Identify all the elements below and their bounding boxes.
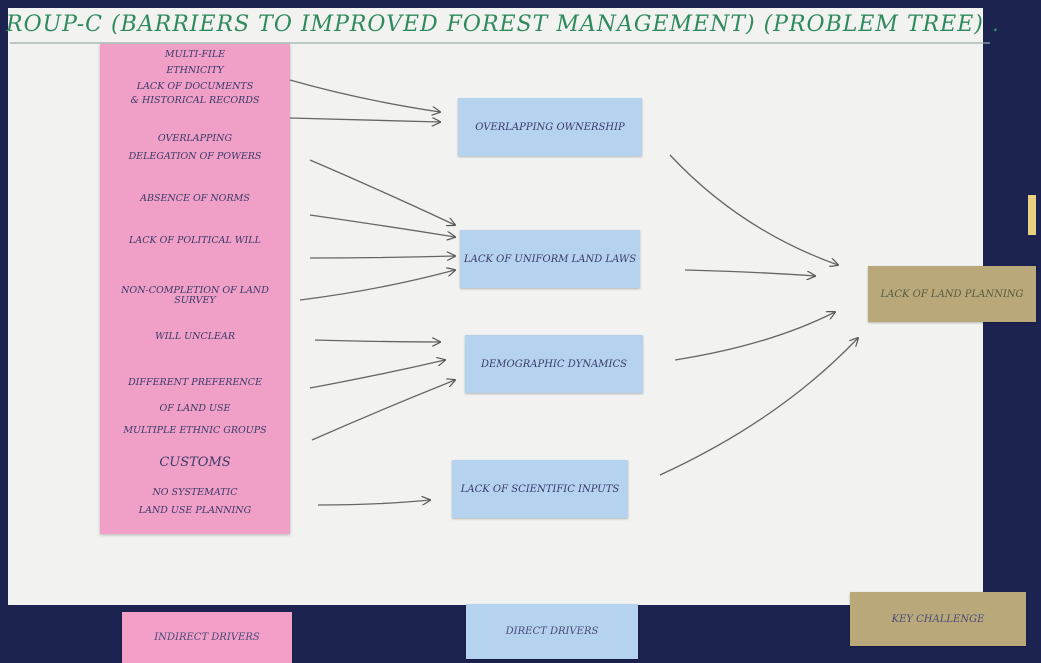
- direct-driver-label: LACK OF SCIENTIFIC INPUTS: [460, 483, 620, 495]
- key-challenge-note: LACK OF LAND PLANNING: [868, 266, 1036, 322]
- indirect-driver: CUSTOMS: [159, 455, 231, 470]
- direct-driver-note: DEMOGRAPHIC DYNAMICS: [465, 335, 643, 393]
- indirect-driver: DIFFERENT PREFERENCE: [128, 377, 262, 388]
- direct-driver-label: OVERLAPPING OWNERSHIP: [475, 121, 625, 133]
- legend-direct-card: DIRECT DRIVERS: [466, 604, 638, 659]
- key-challenge-label: LACK OF LAND PLANNING: [880, 288, 1024, 300]
- arrow: [314, 340, 440, 342]
- arrow: [309, 360, 445, 389]
- indirect-driver: OF LAND USE: [159, 403, 231, 414]
- arrow: [674, 312, 835, 361]
- arrow: [309, 256, 455, 258]
- arrow: [684, 269, 815, 276]
- indirect-driver: NO SYSTEMATIC: [152, 487, 238, 498]
- indirect-drivers-stack: MULTI-FILE ETHNICITY LACK OF DOCUMENTS &…: [100, 44, 290, 534]
- legend-indirect-label: INDIRECT DRIVERS: [154, 632, 260, 643]
- title-underline: [10, 42, 990, 44]
- arrow: [299, 270, 455, 301]
- arrow: [309, 159, 455, 225]
- indirect-driver: ABSENCE OF NORMS: [140, 193, 250, 204]
- indirect-driver: ETHNICITY: [166, 65, 224, 76]
- indirect-driver: NON-COMPLETION OF LAND SURVEY: [121, 285, 269, 306]
- direct-driver-note: OVERLAPPING OWNERSHIP: [458, 98, 642, 156]
- indirect-driver: OVERLAPPING: [157, 133, 233, 144]
- direct-driver-note: LACK OF SCIENTIFIC INPUTS: [452, 460, 628, 518]
- legend-indirect-card: INDIRECT DRIVERS: [122, 612, 292, 663]
- arrow: [289, 118, 440, 122]
- indirect-driver: LAND USE PLANNING: [138, 505, 252, 516]
- arrow: [309, 214, 455, 237]
- direct-driver-label: DEMOGRAPHIC DYNAMICS: [480, 358, 627, 370]
- indirect-driver: MULTIPLE ETHNIC GROUPS: [123, 425, 267, 436]
- indirect-driver: LACK OF POLITICAL WILL: [129, 235, 261, 246]
- arrow: [311, 380, 455, 441]
- direct-driver-label: LACK OF UNIFORM LAND LAWS: [463, 253, 637, 265]
- legend-direct-label: DIRECT DRIVERS: [505, 626, 599, 637]
- legend-key-label: KEY CHALLENGE: [891, 613, 985, 625]
- chart-title: ROUP-C (BARRIERS TO IMPROVED FOREST MANA…: [6, 12, 1000, 37]
- arrow: [659, 338, 858, 476]
- arrow: [669, 154, 838, 265]
- indirect-driver: MULTI-FILE: [164, 49, 226, 60]
- direct-driver-note: LACK OF UNIFORM LAND LAWS: [460, 230, 640, 288]
- indirect-driver: WILL UNCLEAR: [155, 331, 235, 342]
- indirect-driver: DELEGATION OF POWERS: [128, 151, 262, 162]
- arrow: [289, 79, 440, 112]
- legend-key-card: KEY CHALLENGE: [850, 592, 1026, 646]
- indirect-driver: LACK OF DOCUMENTS: [136, 81, 254, 92]
- arrow: [317, 500, 430, 506]
- tape-strip: [1028, 195, 1036, 235]
- indirect-driver: & HISTORICAL RECORDS: [130, 95, 260, 106]
